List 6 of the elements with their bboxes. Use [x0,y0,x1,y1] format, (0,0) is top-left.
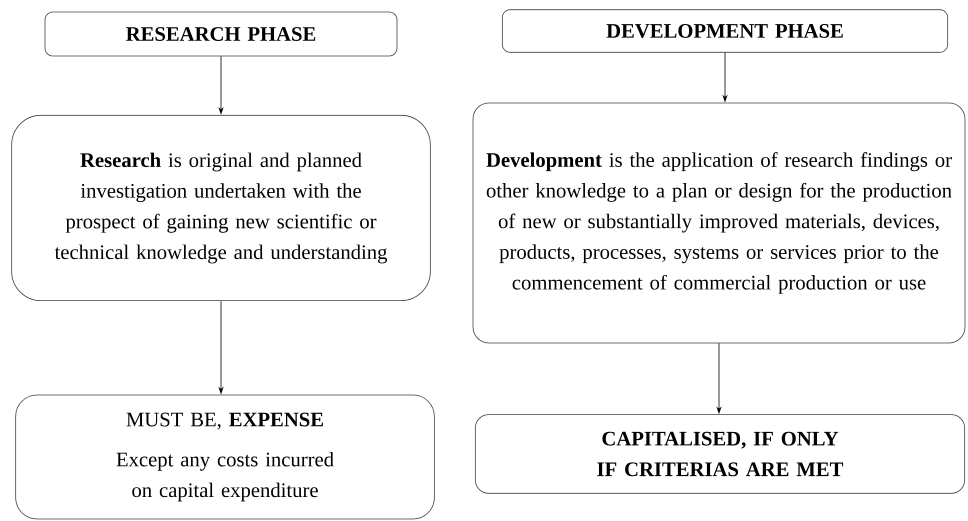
definition-box: Development is the application of research findings or other knowledge to a plan or design for the production of new or substantially improved materials, devices, products, processes, systems or services prior to the commencement of commercial production or use [472,102,966,344]
outcome-box: CAPITALISED, IF ONLY IF CRITERIAS ARE MET [474,414,966,494]
outcome-box: MUST BE, EXPENSE Except any costs incurred on capital expenditure [15,394,435,520]
heading-box: DEVELOPMENT PHASE [502,9,948,53]
definition-box: Research is original and planned investigation undertaken with the prospect of gaining new scientific or technical knowledge and understanding [11,114,431,302]
heading-box: RESEARCH PHASE [44,12,398,56]
